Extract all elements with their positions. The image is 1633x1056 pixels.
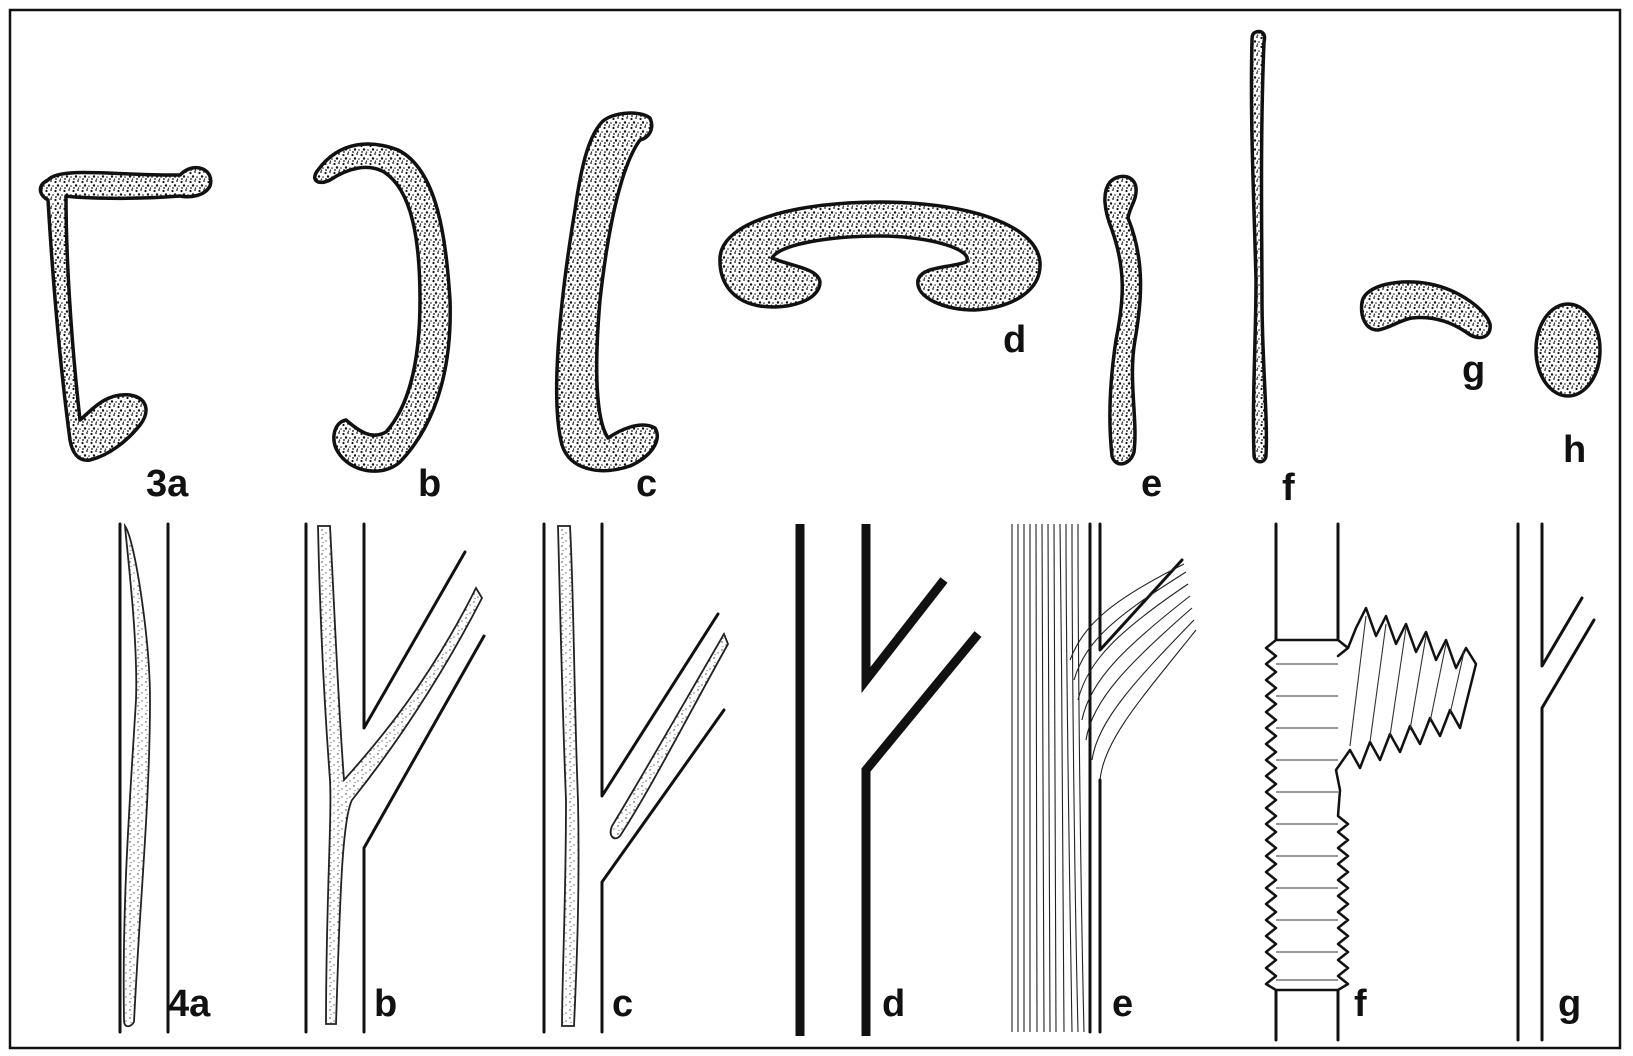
fig3-label-g: g xyxy=(1462,349,1485,391)
fig3-shape-a xyxy=(40,168,210,461)
fig4-tube-d xyxy=(800,524,978,1036)
fig4-tube-e xyxy=(1012,524,1196,1032)
fig3-shape-d xyxy=(720,202,1040,310)
fig4-label-e: e xyxy=(1112,983,1133,1025)
fig3-label-h: h xyxy=(1563,429,1586,471)
fig4-tube-g xyxy=(1518,524,1594,1040)
fig3-shape-g xyxy=(1362,282,1491,338)
fig4-label-a: 4a xyxy=(168,983,211,1025)
fig4-tube-f xyxy=(1266,524,1476,1040)
fig3-shape-b xyxy=(315,144,450,471)
fig4-tube-c xyxy=(544,524,728,1032)
figure-frame xyxy=(10,10,1620,1048)
fig3-label-b: b xyxy=(418,463,441,505)
fig4-label-g: g xyxy=(1558,983,1581,1025)
fig4-label-d: d xyxy=(882,983,905,1025)
fig3-shape-c xyxy=(557,113,658,471)
fig3-shape-h xyxy=(1536,304,1600,396)
fig4-tube-a xyxy=(120,524,168,1032)
fig4-label-c: c xyxy=(612,983,633,1025)
fig3-label-d: d xyxy=(1003,319,1026,361)
fig4-label-f: f xyxy=(1354,983,1367,1025)
fig3-shape-e xyxy=(1105,176,1141,464)
fig4-tube-b xyxy=(306,524,484,1032)
fig4-label-b: b xyxy=(374,983,397,1025)
fig3-label-a: 3a xyxy=(146,463,189,505)
fig3-label-c: c xyxy=(636,463,657,505)
fig3-label-f: f xyxy=(1282,467,1295,509)
fig3-shape-f xyxy=(1251,31,1266,461)
fig3-label-e: e xyxy=(1141,463,1162,505)
